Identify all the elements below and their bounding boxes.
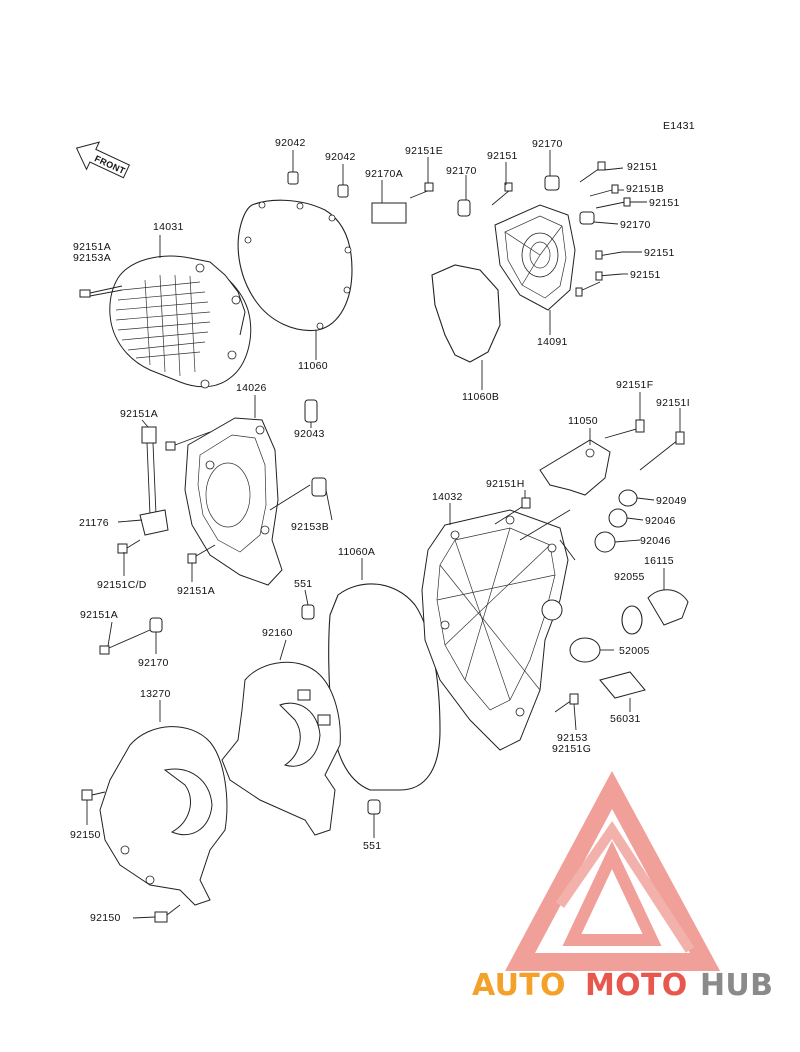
- label-p49: 92150: [90, 912, 121, 924]
- label-p44: 56031: [610, 713, 641, 725]
- bolt-92151h: [494, 497, 531, 525]
- label-p9: 92151B: [626, 183, 664, 195]
- label-p18: 14091: [537, 336, 568, 348]
- watermark-moto: MOTO: [585, 968, 688, 1003]
- clutch-cover-14032: [421, 509, 569, 751]
- bolt-92151cd: [117, 539, 141, 554]
- watermark-auto: AUTO: [472, 968, 566, 1003]
- front-arrow-icon: FRONT: [75, 141, 131, 179]
- label-p30: 21176: [79, 517, 109, 529]
- watermark-hub: HUB: [700, 968, 773, 1003]
- label-p33: 11060A: [338, 546, 375, 558]
- cover-14091: [494, 204, 576, 311]
- dowel-92042-a: [287, 171, 299, 185]
- dowel-551-bottom: [367, 799, 381, 815]
- label-p37: 551: [294, 578, 312, 590]
- label-p20: 14026: [236, 382, 267, 394]
- label-p31: 92153B: [291, 521, 329, 533]
- dowel-92042-b: [337, 184, 349, 198]
- label-p47: 92150: [70, 829, 101, 841]
- label-p12: 92151: [644, 247, 675, 259]
- plug-window: [541, 599, 563, 621]
- bolts-14091: [457, 161, 631, 297]
- part-labels: 92042 92042 92151E 92151 92170 92170A 92…: [70, 137, 690, 924]
- plate-13270: [99, 726, 228, 906]
- label-p21: 92151A: [120, 408, 158, 420]
- label-p13: 92151: [630, 269, 661, 281]
- gasket-11060-holes: [244, 201, 352, 330]
- bolt-92151a-mid: [165, 431, 211, 451]
- gasket-11060: [237, 199, 353, 332]
- label-p40: 92160: [262, 627, 293, 639]
- leader-lines: [86, 150, 681, 919]
- bolt-92150-upper: [81, 789, 106, 801]
- label-p35: 92151C/D: [97, 579, 147, 591]
- watermark-text: AUTO MOTO HUB: [472, 968, 773, 1003]
- label-p25: 11050: [568, 415, 598, 427]
- dowel-551-top: [301, 604, 315, 620]
- bolt-92150-lower: [154, 904, 181, 923]
- dowel-92043: [304, 399, 318, 423]
- seals-92049-92046: [594, 489, 638, 553]
- label-p27: 92049: [656, 495, 687, 507]
- plate-92160: [221, 661, 341, 836]
- label-p39: 92151A: [80, 609, 118, 621]
- bracket-11050: [539, 439, 611, 496]
- label-p3: 92151E: [405, 145, 443, 157]
- watermark-logo: [504, 770, 721, 971]
- sensor-21176: [139, 426, 169, 536]
- bolt-92151f: [604, 419, 645, 439]
- generator-cover-ribs: [115, 274, 211, 377]
- label-p24: 92151I: [656, 397, 690, 409]
- label-p10: 92151: [649, 197, 680, 209]
- label-p23: 92151F: [616, 379, 653, 391]
- label-p26: 92151H: [486, 478, 525, 490]
- label-p38: 92151A: [177, 585, 215, 597]
- label-p36: 92055: [614, 571, 645, 583]
- label-p34: 16115: [644, 555, 674, 567]
- label-p42: 92170: [138, 657, 169, 669]
- label-p15: 92151A: [73, 241, 111, 253]
- gasket-11060b: [431, 264, 501, 363]
- label-p16: 92153A: [73, 252, 111, 264]
- label-p29: 92046: [645, 515, 676, 527]
- diagram-code: E1431: [663, 120, 695, 132]
- label-p4: 92151: [487, 150, 518, 162]
- label-p17: 11060: [298, 360, 328, 372]
- clamp-92170a: [371, 182, 434, 224]
- label-p11: 92170: [620, 219, 651, 231]
- label-plate-56031: [599, 671, 646, 699]
- label-p41: 52005: [619, 645, 650, 657]
- label-p8: 92151: [627, 161, 658, 173]
- label-p2: 92042: [325, 151, 356, 163]
- label-p45: 92153: [557, 732, 588, 744]
- cap-16115: [647, 589, 689, 626]
- label-p14: 14031: [153, 221, 184, 233]
- label-p22: 92043: [294, 428, 325, 440]
- label-p5: 92170: [532, 138, 563, 150]
- seal-52005: [569, 637, 601, 663]
- bolt-92151a-bottom: [99, 617, 163, 655]
- label-p19: 11060B: [462, 391, 499, 403]
- generator-cover-14031: [109, 255, 252, 389]
- label-p6: 92170A: [365, 168, 403, 180]
- bolt-92151a-top: [79, 285, 123, 298]
- cover-14026: [184, 417, 283, 586]
- label-p46: 92151G: [552, 743, 591, 755]
- oring-92055: [621, 605, 643, 635]
- bolt-92151i: [639, 431, 685, 471]
- label-p48: 551: [363, 840, 381, 852]
- bolt-92153b: [269, 477, 327, 511]
- label-p1: 92042: [275, 137, 306, 149]
- label-p28: 14032: [432, 491, 463, 503]
- label-p32: 92046: [640, 535, 671, 547]
- label-p43: 13270: [140, 688, 171, 700]
- label-p7: 92170: [446, 165, 477, 177]
